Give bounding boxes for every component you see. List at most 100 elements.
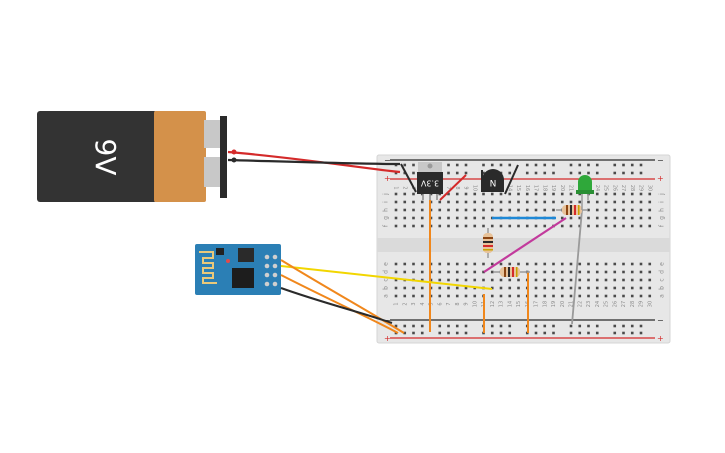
breadboard-hole[interactable]: [595, 200, 599, 204]
rail-hole[interactable]: [482, 163, 485, 167]
wire-esp-yellow[interactable]: [280, 265, 493, 290]
breadboard-hole[interactable]: [482, 208, 485, 212]
breadboard-hole[interactable]: [394, 224, 398, 228]
breadboard-hole[interactable]: [552, 286, 555, 290]
breadboard-hole[interactable]: [508, 200, 512, 204]
breadboard-hole[interactable]: [394, 294, 398, 298]
breadboard-hole[interactable]: [447, 192, 450, 196]
breadboard-hole[interactable]: [394, 278, 398, 282]
rail-hole[interactable]: [508, 163, 512, 167]
rail-hole[interactable]: [499, 331, 503, 335]
rail-hole[interactable]: [552, 324, 555, 328]
rail-hole[interactable]: [595, 163, 599, 167]
breadboard-hole[interactable]: [543, 224, 547, 228]
breadboard-hole[interactable]: [508, 294, 512, 298]
led-green[interactable]: [576, 175, 594, 210]
breadboard-hole[interactable]: [569, 200, 573, 204]
breadboard-hole[interactable]: [613, 294, 617, 298]
breadboard-hole[interactable]: [534, 200, 538, 204]
breadboard-hole[interactable]: [630, 278, 634, 282]
breadboard-hole[interactable]: [482, 224, 485, 228]
rail-hole[interactable]: [464, 324, 468, 328]
rail-hole[interactable]: [630, 324, 634, 328]
breadboard-hole[interactable]: [473, 208, 477, 212]
breadboard-hole[interactable]: [403, 200, 407, 204]
breadboard-hole[interactable]: [613, 270, 617, 274]
breadboard-hole[interactable]: [517, 286, 520, 290]
rail-hole[interactable]: [499, 324, 503, 328]
breadboard-hole[interactable]: [630, 262, 634, 266]
breadboard-hole[interactable]: [508, 286, 512, 290]
breadboard-hole[interactable]: [438, 216, 442, 220]
breadboard-hole[interactable]: [412, 262, 415, 266]
breadboard-hole[interactable]: [552, 278, 555, 282]
breadboard-hole[interactable]: [630, 192, 634, 196]
breadboard-hole[interactable]: [569, 294, 573, 298]
breadboard-hole[interactable]: [517, 208, 520, 212]
breadboard-hole[interactable]: [525, 262, 529, 266]
rail-hole[interactable]: [490, 331, 494, 335]
rail-hole[interactable]: [464, 331, 468, 335]
breadboard-hole[interactable]: [517, 262, 520, 266]
breadboard-hole[interactable]: [534, 262, 538, 266]
breadboard-hole[interactable]: [543, 286, 547, 290]
rail-hole[interactable]: [447, 163, 450, 167]
breadboard-hole[interactable]: [403, 208, 407, 212]
breadboard-hole[interactable]: [490, 208, 494, 212]
breadboard-hole[interactable]: [420, 278, 424, 282]
breadboard-hole[interactable]: [560, 270, 564, 274]
breadboard-hole[interactable]: [464, 270, 468, 274]
rail-hole[interactable]: [622, 171, 625, 175]
rail-hole[interactable]: [508, 324, 512, 328]
breadboard-hole[interactable]: [552, 200, 555, 204]
breadboard-hole[interactable]: [473, 200, 477, 204]
breadboard-hole[interactable]: [447, 224, 450, 228]
breadboard-hole[interactable]: [394, 200, 398, 204]
breadboard-hole[interactable]: [622, 216, 625, 220]
breadboard-hole[interactable]: [560, 216, 564, 220]
breadboard-hole[interactable]: [482, 192, 485, 196]
breadboard-hole[interactable]: [639, 294, 643, 298]
rail-hole[interactable]: [630, 163, 634, 167]
breadboard-hole[interactable]: [569, 278, 573, 282]
breadboard-hole[interactable]: [639, 270, 643, 274]
breadboard-hole[interactable]: [438, 224, 442, 228]
breadboard-hole[interactable]: [630, 270, 634, 274]
breadboard-hole[interactable]: [420, 208, 424, 212]
breadboard-hole[interactable]: [508, 192, 512, 196]
breadboard-hole[interactable]: [525, 208, 529, 212]
breadboard-hole[interactable]: [499, 294, 503, 298]
breadboard-hole[interactable]: [613, 278, 617, 282]
breadboard-hole[interactable]: [464, 286, 468, 290]
breadboard-hole[interactable]: [525, 224, 529, 228]
rail-hole[interactable]: [455, 163, 459, 167]
breadboard-hole[interactable]: [394, 270, 398, 274]
breadboard-hole[interactable]: [499, 278, 503, 282]
breadboard-hole[interactable]: [438, 286, 442, 290]
breadboard-hole[interactable]: [447, 262, 450, 266]
breadboard-hole[interactable]: [534, 208, 538, 212]
wire-esp-orange-2[interactable]: [280, 274, 399, 334]
rail-hole[interactable]: [499, 163, 503, 167]
wire-gray[interactable]: [571, 209, 583, 325]
breadboard-hole[interactable]: [560, 200, 564, 204]
rail-hole[interactable]: [464, 171, 468, 175]
breadboard-hole[interactable]: [587, 208, 590, 212]
breadboard-hole[interactable]: [412, 294, 415, 298]
breadboard-hole[interactable]: [420, 200, 424, 204]
rail-hole[interactable]: [490, 163, 494, 167]
breadboard-hole[interactable]: [420, 224, 424, 228]
rail-hole[interactable]: [490, 324, 494, 328]
breadboard-hole[interactable]: [517, 192, 520, 196]
breadboard-hole[interactable]: [587, 224, 590, 228]
breadboard-hole[interactable]: [447, 216, 450, 220]
breadboard-hole[interactable]: [543, 208, 547, 212]
breadboard-hole[interactable]: [508, 278, 512, 282]
breadboard-hole[interactable]: [587, 262, 590, 266]
npn-transistor[interactable]: N: [482, 169, 504, 192]
breadboard-hole[interactable]: [648, 262, 652, 266]
rail-hole[interactable]: [525, 163, 529, 167]
breadboard-hole[interactable]: [464, 278, 468, 282]
breadboard-hole[interactable]: [412, 192, 415, 196]
resistor-lower[interactable]: [494, 267, 530, 277]
